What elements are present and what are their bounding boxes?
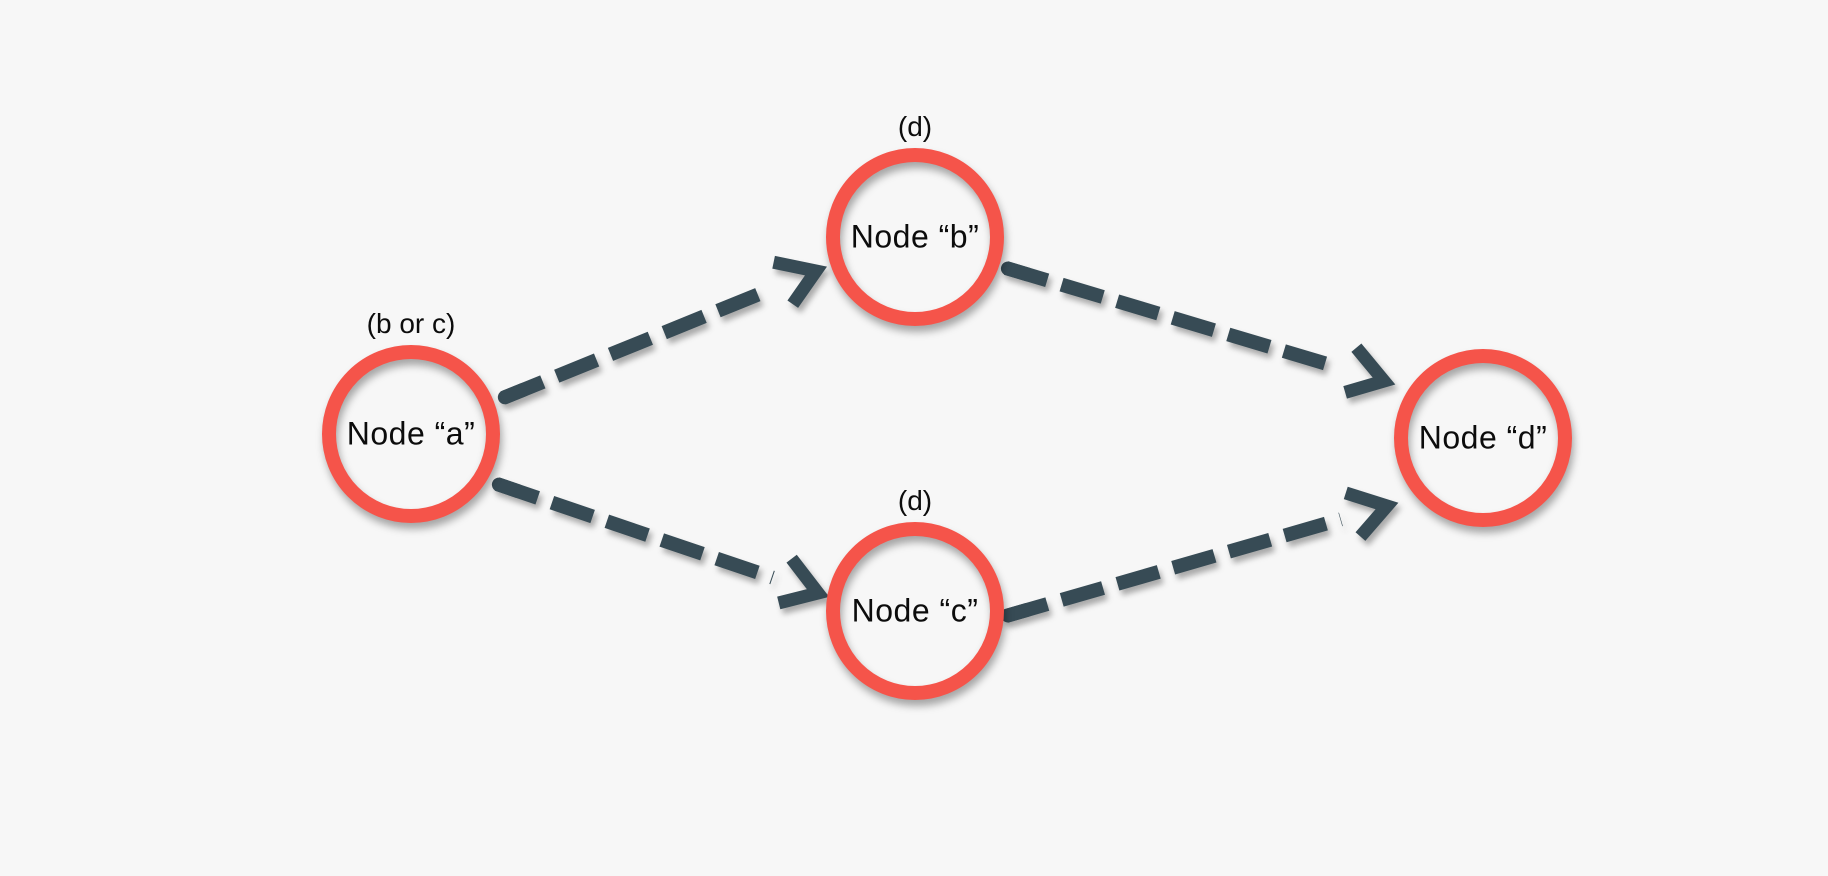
node-circle-d xyxy=(1394,349,1572,527)
node-circle-b xyxy=(826,148,1004,326)
arrowhead-icon xyxy=(772,255,828,308)
edge-a-b xyxy=(497,255,828,405)
node-label-c: Node “c” xyxy=(851,592,979,629)
node-label-d: Node “d” xyxy=(1418,419,1548,456)
arrowhead-icon xyxy=(1343,486,1399,541)
node-annotation-b: (d) xyxy=(897,111,933,142)
edge-a-c xyxy=(491,477,830,610)
arrowhead-icon xyxy=(1343,343,1396,399)
node-annotation-c: (d) xyxy=(897,485,933,516)
node-circle-c xyxy=(826,522,1004,700)
node-label-b: Node “b” xyxy=(850,218,980,255)
arrowhead-icon xyxy=(777,554,830,610)
edge-c-d xyxy=(1000,486,1399,623)
edge-dashed-line xyxy=(494,477,775,585)
edge-dashed-line xyxy=(1004,512,1343,623)
node-circle-a xyxy=(322,345,500,523)
edge-dashed-line xyxy=(1003,261,1341,374)
node-label-a: Node “a” xyxy=(346,415,476,452)
node-annotation-a: (b or c) xyxy=(366,308,456,339)
edge-dashed-line xyxy=(500,282,775,405)
edge-b-d xyxy=(1000,261,1396,399)
